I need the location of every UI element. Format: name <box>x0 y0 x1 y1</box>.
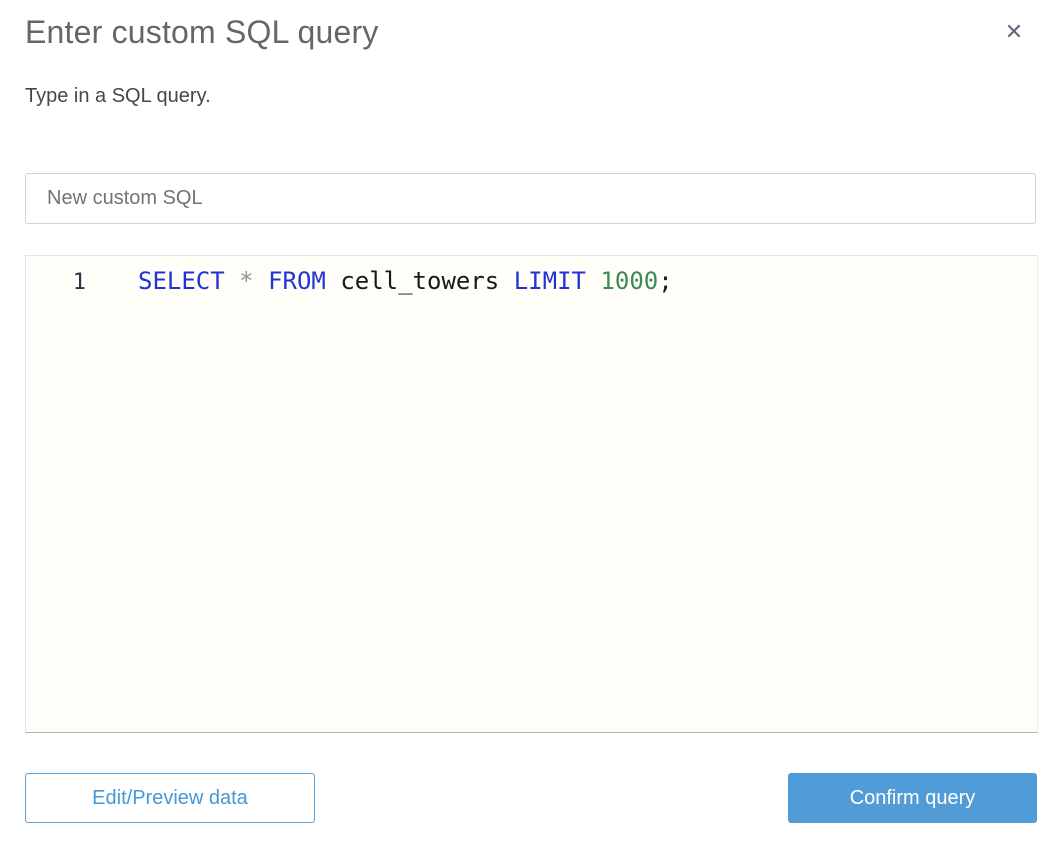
code-token <box>586 267 600 295</box>
code-token <box>225 267 239 295</box>
code-token: LIMIT <box>513 267 586 295</box>
edit-preview-data-button[interactable]: Edit/Preview data <box>25 773 315 823</box>
code-token: ; <box>658 267 673 295</box>
code-row: 1 SELECT * FROM cell_towers LIMIT 1000; <box>26 267 1037 297</box>
confirm-query-button[interactable]: Confirm query <box>788 773 1037 823</box>
code-token: FROM <box>268 267 326 295</box>
code-token: 1000 <box>600 267 659 295</box>
sql-code-editor[interactable]: 1 SELECT * FROM cell_towers LIMIT 1000; <box>25 255 1038 733</box>
line-number: 1 <box>72 270 86 295</box>
code-line[interactable]: SELECT * FROM cell_towers LIMIT 1000; <box>86 267 673 295</box>
code-token <box>499 267 513 295</box>
code-token: SELECT <box>138 267 225 295</box>
code-token <box>254 267 268 295</box>
dialog-subtitle: Type in a SQL query. <box>25 85 211 107</box>
code-token: * <box>239 267 254 295</box>
close-icon[interactable]: ✕ <box>998 16 1030 48</box>
query-name-input[interactable] <box>25 173 1036 224</box>
page-title: Enter custom SQL query <box>25 14 379 50</box>
code-token <box>326 267 340 295</box>
code-token: cell_towers <box>340 267 500 295</box>
